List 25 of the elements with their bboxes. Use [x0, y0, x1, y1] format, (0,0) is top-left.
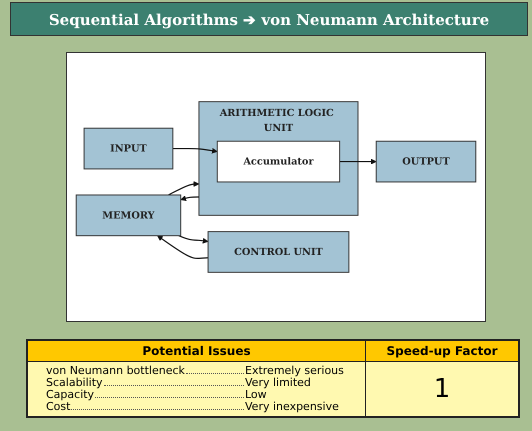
node-box: [84, 128, 174, 170]
table-header: Potential Issues: [27, 340, 366, 362]
arrow: [180, 196, 199, 201]
arrow: [178, 235, 208, 244]
issue-rating: Low: [245, 389, 267, 401]
arrow: [168, 181, 200, 196]
arrow: [172, 148, 218, 154]
node-box: [216, 140, 340, 182]
issue-name: Scalability: [46, 377, 103, 389]
arrow: [340, 158, 376, 164]
cluster: [198, 101, 358, 216]
issue-name: Capacity: [46, 389, 94, 401]
node-box: [208, 231, 350, 273]
issue-name: Cost: [46, 401, 70, 413]
table-header: Speed-up Factor: [366, 340, 519, 362]
title: Sequential Algorithms ➔ von Neumann Architecture: [10, 2, 528, 36]
node-box: [76, 194, 182, 236]
issue-rating: Very inexpensive: [245, 401, 340, 413]
table-cell: 1: [366, 362, 519, 417]
issue-rating: Extremely serious: [245, 365, 345, 377]
issue-name: von Neumann bottleneck: [46, 365, 185, 377]
issue-rating: Very limited: [245, 377, 312, 389]
arrow: [157, 235, 208, 259]
diagram-panel: ARITHMETIC LOGIC UNIT MEMORY Accumulator CONTROL UNIT INPUT OUTPUT: [66, 52, 486, 322]
node-box: [376, 140, 476, 182]
